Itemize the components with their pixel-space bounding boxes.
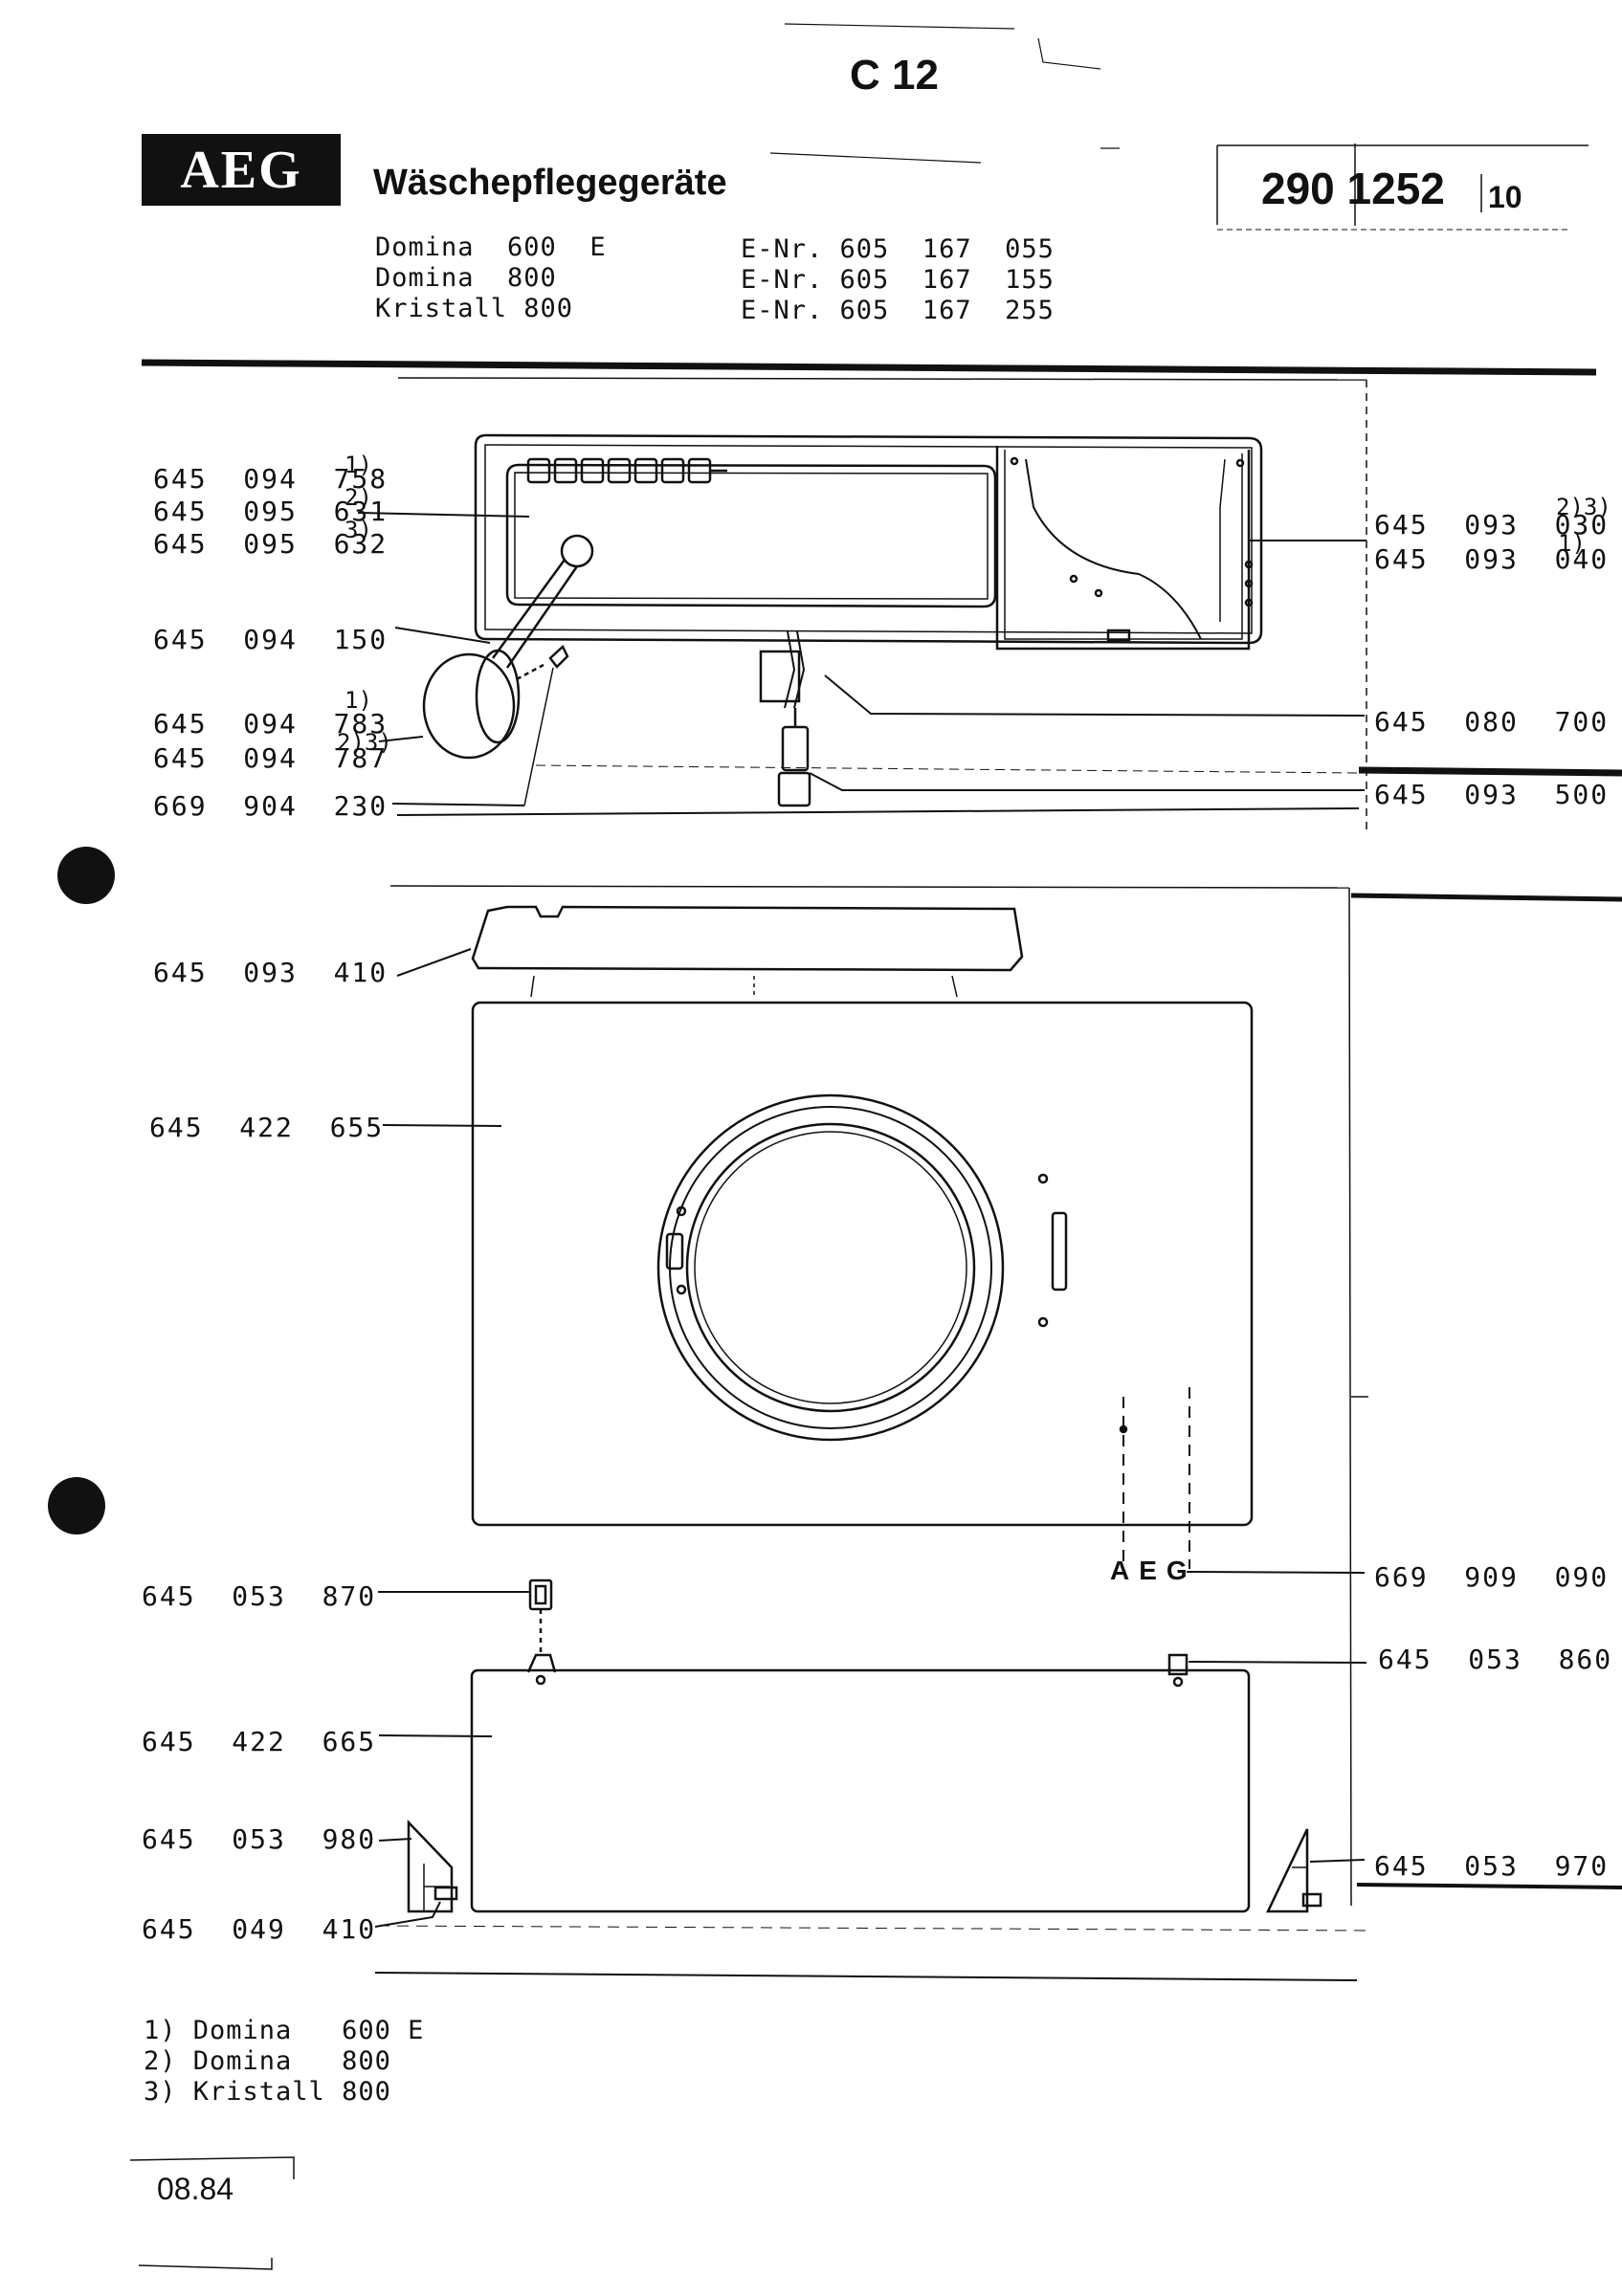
part-plinth: 645 422 665	[142, 1726, 377, 1757]
part-control-panel-1: 645 094 758	[153, 463, 389, 495]
part-top-strip: 645 093 410	[153, 957, 389, 988]
part-emblem: 669 909 090	[1374, 1561, 1610, 1593]
part-knob-2-ref: 2)3)	[337, 729, 392, 756]
sheet-code: C 12	[850, 52, 939, 99]
part-control-panel-2-ref: 2)	[344, 484, 372, 511]
part-control-panel-3-ref: 3)	[344, 517, 372, 543]
part-clip: 669 904 230	[153, 790, 389, 822]
part-front-panel: 645 422 655	[149, 1112, 385, 1143]
part-control-panel-2: 645 095 631	[153, 496, 389, 527]
part-control-panel-3: 645 095 632	[153, 528, 389, 560]
page-title: Wäschepflegegeräte	[373, 163, 727, 203]
part-control-panel-1-ref: 1)	[344, 452, 372, 478]
part-rod: 645 094 150	[153, 624, 389, 655]
part-dispenser-1: 645 093 030	[1374, 509, 1610, 541]
part-bracket-left: 645 053 980	[142, 1823, 377, 1855]
part-knob-1: 645 094 783	[153, 708, 389, 740]
part-dispenser-2-ref: 1)	[1558, 530, 1586, 557]
part-knob-2: 645 094 787	[153, 742, 389, 774]
model-name-3: Kristall 800	[375, 294, 574, 323]
document-number: 290 1252	[1261, 164, 1445, 213]
part-bracket-right: 645 053 970	[1374, 1850, 1610, 1882]
part-lamp: 645 093 500	[1374, 779, 1610, 810]
part-knob-1-ref: 1)	[344, 687, 372, 714]
document-number-suffix: 10	[1488, 180, 1522, 214]
model-name-1: Domina 600 E	[375, 232, 607, 262]
part-dispenser-1-ref: 2)3)	[1556, 494, 1611, 520]
footnote-2: 2) Domina 800	[144, 2046, 391, 2076]
part-latch: 645 053 870	[142, 1580, 377, 1612]
model-enr-1: E-Nr. 605 167 055	[741, 234, 1055, 264]
footnote-3: 3) Kristall 800	[144, 2077, 391, 2107]
aeg-logo: AEG	[142, 134, 341, 206]
part-dispenser-2: 645 093 040	[1374, 543, 1610, 575]
model-enr-2: E-Nr. 605 167 155	[741, 265, 1055, 295]
issue-date: 08.84	[157, 2172, 234, 2206]
part-hinge-pin: 645 053 860	[1378, 1644, 1613, 1675]
model-enr-3: E-Nr. 605 167 255	[741, 296, 1055, 325]
footnote-1: 1) Domina 600 E	[144, 2016, 425, 2045]
model-name-2: Domina 800	[375, 263, 557, 293]
part-screw: 645 049 410	[142, 1913, 377, 1945]
part-lamp-holder: 645 080 700	[1374, 706, 1610, 738]
aeg-emblem: AEG	[1110, 1556, 1197, 1585]
